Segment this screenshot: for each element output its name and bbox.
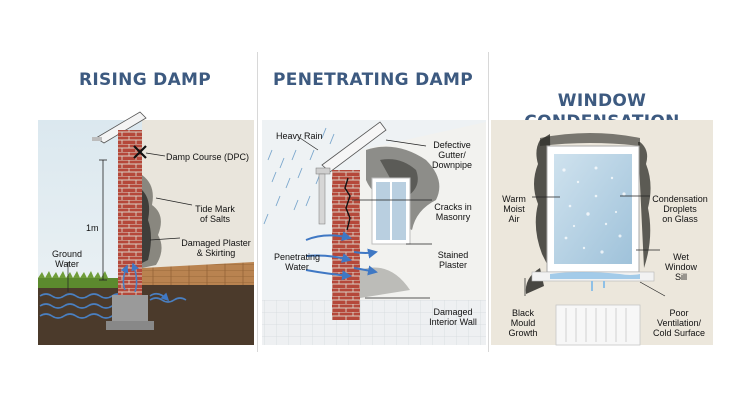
- label-condensation-droplets-text: Condensation Droplets on Glass: [652, 194, 708, 224]
- penetrating-damp-title: PENETRATING DAMP: [273, 70, 473, 90]
- label-height-1m: 1m: [86, 223, 99, 233]
- label-damaged-plaster: Damaged Plaster & Skirting: [176, 228, 256, 258]
- rising-damp-scene: [38, 111, 254, 345]
- label-warm-moist-air-text: Warm Moist Air: [502, 194, 526, 224]
- label-penetrating-water-text: Penetrating Water: [273, 252, 321, 272]
- label-ground-water: Ground Water: [42, 239, 92, 269]
- label-poor-ventilation: Poor Ventilation/ Cold Surface: [646, 298, 712, 338]
- radiator: [555, 304, 641, 346]
- window-condensation-scene: [491, 120, 713, 346]
- label-condensation-droplets: Condensation Droplets on Glass: [648, 184, 712, 224]
- label-tide-mark: Tide Mark of Salts: [186, 194, 244, 224]
- penetrating-damp-scene: [262, 120, 486, 345]
- label-heavy-rain: Heavy Rain: [276, 131, 323, 141]
- label-wet-window-sill: Wet Window Sill: [656, 242, 706, 282]
- divider-right: [488, 52, 489, 352]
- label-damp-course: Damp Course (DPC): [166, 152, 250, 162]
- label-defective-gutter-text: Defective Gutter/ Downpipe: [431, 140, 473, 170]
- divider-left: [257, 52, 258, 352]
- label-tide-mark-text: Tide Mark of Salts: [195, 204, 235, 224]
- label-penetrating-water: Penetrating Water: [268, 242, 326, 272]
- label-defective-gutter: Defective Gutter/ Downpipe: [422, 130, 482, 170]
- label-damaged-interior-wall: Damaged Interior Wall: [420, 297, 486, 327]
- rising-damp-title: RISING DAMP: [78, 70, 212, 90]
- label-ground-water-text: Ground Water: [51, 249, 83, 269]
- label-warm-moist-air: Warm Moist Air: [496, 184, 532, 224]
- label-cracks-masonry-text: Cracks in Masonry: [434, 202, 472, 222]
- label-black-mould: Black Mould Growth: [500, 298, 546, 338]
- label-damaged-plaster-text: Damaged Plaster & Skirting: [181, 238, 251, 258]
- label-stained-plaster-text: Stained Plaster: [437, 250, 469, 270]
- label-poor-ventilation-text: Poor Ventilation/ Cold Surface: [652, 308, 706, 338]
- label-stained-plaster: Stained Plaster: [426, 240, 480, 270]
- label-wet-window-sill-text: Wet Window Sill: [664, 252, 697, 282]
- label-cracks-masonry: Cracks in Masonry: [426, 192, 480, 222]
- label-damaged-interior-wall-text: Damaged Interior Wall: [429, 307, 477, 327]
- label-black-mould-text: Black Mould Growth: [508, 308, 538, 338]
